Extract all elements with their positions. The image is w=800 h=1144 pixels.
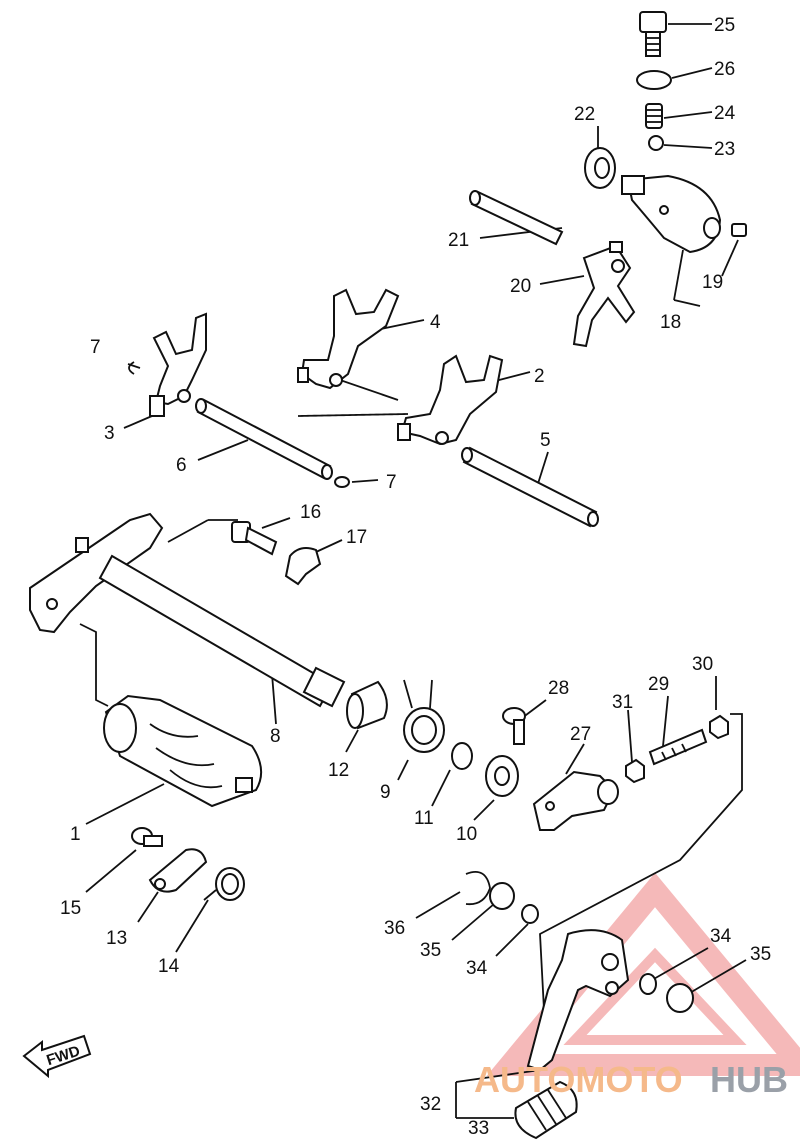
label-26: 26 — [714, 59, 735, 80]
part-seal-10 — [485, 755, 519, 797]
label-27: 27 — [570, 724, 591, 745]
part-stopper-lever-13 — [148, 848, 208, 893]
leader-lines — [79, 23, 747, 1119]
part-washer-11 — [451, 742, 473, 770]
part-shaft-21 — [469, 190, 564, 246]
label-12: 12 — [328, 760, 349, 781]
part-circlip-36 — [465, 870, 491, 906]
part-bolt-28 — [502, 707, 526, 745]
part-ball-23 — [648, 135, 664, 151]
part-number-labels: 25 26 24 23 22 21 20 19 18 4 7 3 2 6 7 5… — [60, 15, 771, 1139]
part-bolt-29 — [648, 728, 708, 766]
part-bolt-16 — [231, 521, 278, 556]
fwd-direction-marker: FWD — [22, 1034, 92, 1079]
label-35-left: 35 — [420, 940, 441, 961]
part-shift-drum-1 — [103, 694, 263, 808]
part-nut-31 — [625, 758, 645, 784]
part-guide-bar-5 — [461, 446, 599, 528]
part-washer-35-right — [666, 983, 694, 1013]
label-17: 17 — [346, 527, 367, 548]
label-2: 2 — [534, 366, 545, 387]
label-9: 9 — [380, 782, 391, 803]
part-shift-lever-27 — [532, 770, 619, 831]
label-29: 29 — [648, 674, 669, 695]
part-plate-17 — [284, 547, 322, 586]
watermark-text-part1: AUTOMOTO — [474, 1059, 683, 1100]
label-5: 5 — [540, 430, 551, 451]
part-spring-14 — [203, 867, 245, 901]
label-3: 3 — [104, 423, 115, 444]
part-nut-30 — [709, 714, 729, 740]
label-28: 28 — [548, 678, 569, 699]
part-clip-7-lower — [334, 476, 350, 488]
part-shift-fork-3 — [149, 312, 207, 417]
label-33: 33 — [468, 1118, 489, 1139]
part-shift-fork-20 — [572, 241, 636, 348]
label-24: 24 — [714, 103, 736, 124]
label-32: 32 — [420, 1094, 441, 1115]
label-7-lower: 7 — [386, 472, 397, 493]
label-10: 10 — [456, 824, 477, 845]
part-bolt-15 — [131, 827, 163, 847]
label-13: 13 — [106, 928, 127, 949]
label-18: 18 — [660, 312, 681, 333]
part-oring-34-left — [521, 904, 539, 924]
part-guide-bar-6 — [195, 398, 333, 480]
part-shift-fork-4 — [297, 288, 400, 390]
label-4: 4 — [430, 312, 441, 333]
part-shift-shaft-8 — [29, 512, 346, 708]
label-15: 15 — [60, 898, 81, 919]
part-spring-9 — [403, 679, 445, 753]
part-bolt-25 — [639, 11, 667, 57]
part-shift-fork-2 — [397, 354, 504, 446]
part-oring-34-right — [639, 973, 657, 995]
part-pin-19 — [731, 223, 747, 237]
watermark-text-part2: HUB — [710, 1059, 788, 1100]
part-spring-24 — [645, 103, 663, 129]
label-30: 30 — [692, 654, 713, 675]
part-shift-pedal-32 — [526, 929, 630, 1072]
label-11: 11 — [414, 808, 434, 829]
label-36: 36 — [384, 918, 405, 939]
label-34-left: 34 — [466, 958, 488, 979]
label-14: 14 — [158, 956, 180, 977]
label-8: 8 — [270, 726, 281, 747]
label-1: 1 — [70, 824, 81, 845]
label-35-right: 35 — [750, 944, 771, 965]
label-20: 20 — [510, 276, 531, 297]
label-19: 19 — [702, 272, 723, 293]
label-22: 22 — [574, 104, 595, 125]
label-21: 21 — [448, 230, 469, 251]
part-clip-7-upper — [128, 361, 135, 375]
label-25: 25 — [714, 15, 735, 36]
label-31: 31 — [612, 692, 633, 713]
label-16: 16 — [300, 502, 321, 523]
label-23: 23 — [714, 139, 735, 160]
part-seal-22 — [584, 147, 616, 189]
label-34-right: 34 — [710, 926, 732, 947]
label-7-upper: 7 — [90, 337, 101, 358]
label-6: 6 — [176, 455, 187, 476]
part-segment-18 — [621, 174, 722, 254]
watermark-text: AUTOMOTO HUB — [474, 1059, 788, 1100]
part-collar-12 — [346, 680, 388, 730]
part-washer-26 — [636, 70, 672, 90]
part-pedal-rubber-33 — [514, 1080, 578, 1140]
part-washer-35-left — [489, 882, 515, 910]
